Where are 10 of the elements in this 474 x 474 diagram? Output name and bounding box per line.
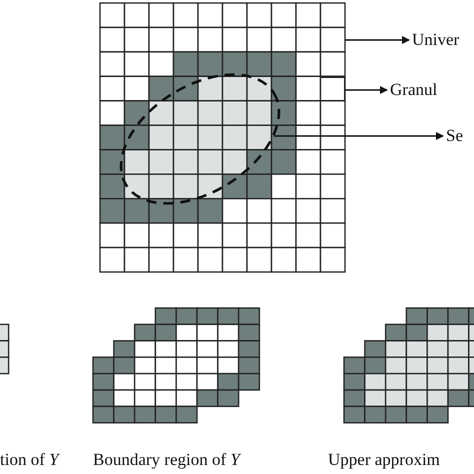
label-text: Granul [390, 80, 438, 100]
label-text: Se [446, 126, 463, 146]
label-text: Univer [412, 30, 460, 50]
arrow [345, 36, 410, 44]
arrow [274, 132, 444, 140]
caption-text: Upper approxim [328, 450, 440, 470]
arrow [345, 86, 388, 94]
caption-text: Boundary region of Y [93, 450, 240, 470]
caption-text: tion of Y [0, 450, 59, 470]
grid-cell [320, 76, 345, 101]
